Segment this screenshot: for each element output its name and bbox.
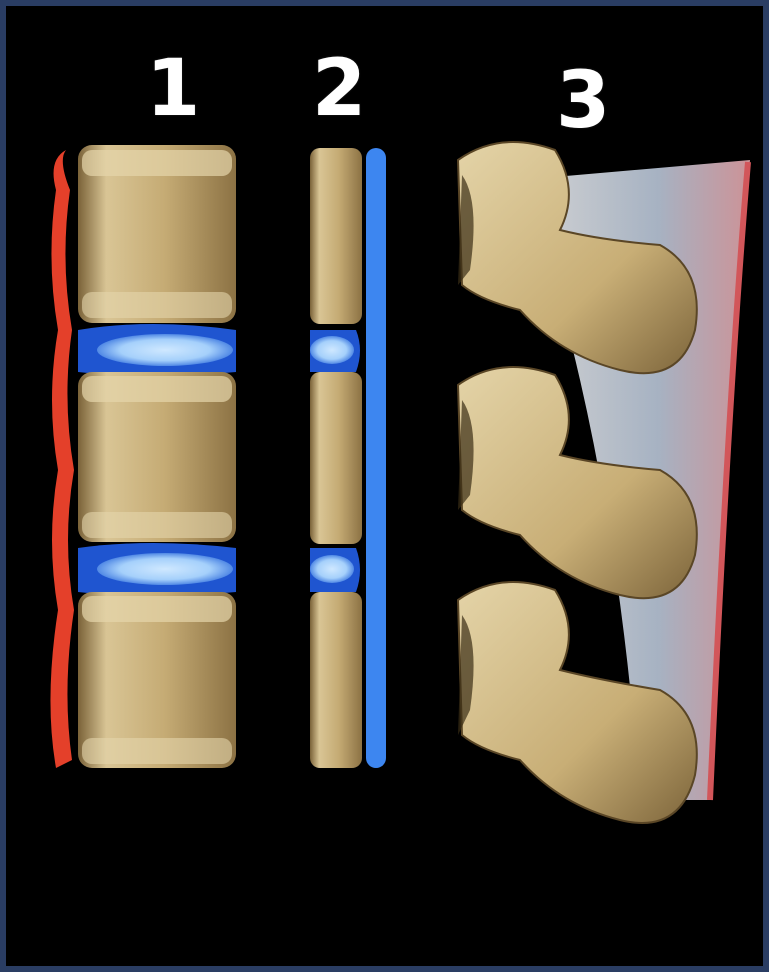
panel-1-vertebral-column (50, 145, 236, 768)
vertebra-endplate (82, 738, 232, 764)
panel-3-posterior-elements (458, 142, 750, 823)
disc-nucleus (97, 553, 233, 585)
disc-nucleus (310, 555, 354, 583)
disc-nucleus (310, 336, 354, 364)
vertebra-endplate (82, 292, 232, 318)
disc-nucleus (97, 334, 233, 366)
panel-1-label: 1 (146, 50, 200, 128)
anterior-ligament (50, 150, 74, 768)
vertebra-endplate (82, 150, 232, 176)
vertebra-body (310, 592, 362, 768)
vertebra-body (310, 372, 362, 544)
vertebra-body (310, 148, 362, 324)
vertebra-endplate (82, 512, 232, 538)
panel-2-vertebral-column (310, 148, 386, 768)
vertebra-endplate (82, 596, 232, 622)
vertebra-endplate (82, 376, 232, 402)
panel-3-label: 3 (556, 62, 610, 140)
panel-2-label: 2 (312, 50, 366, 128)
posterior-ligament (366, 148, 386, 768)
